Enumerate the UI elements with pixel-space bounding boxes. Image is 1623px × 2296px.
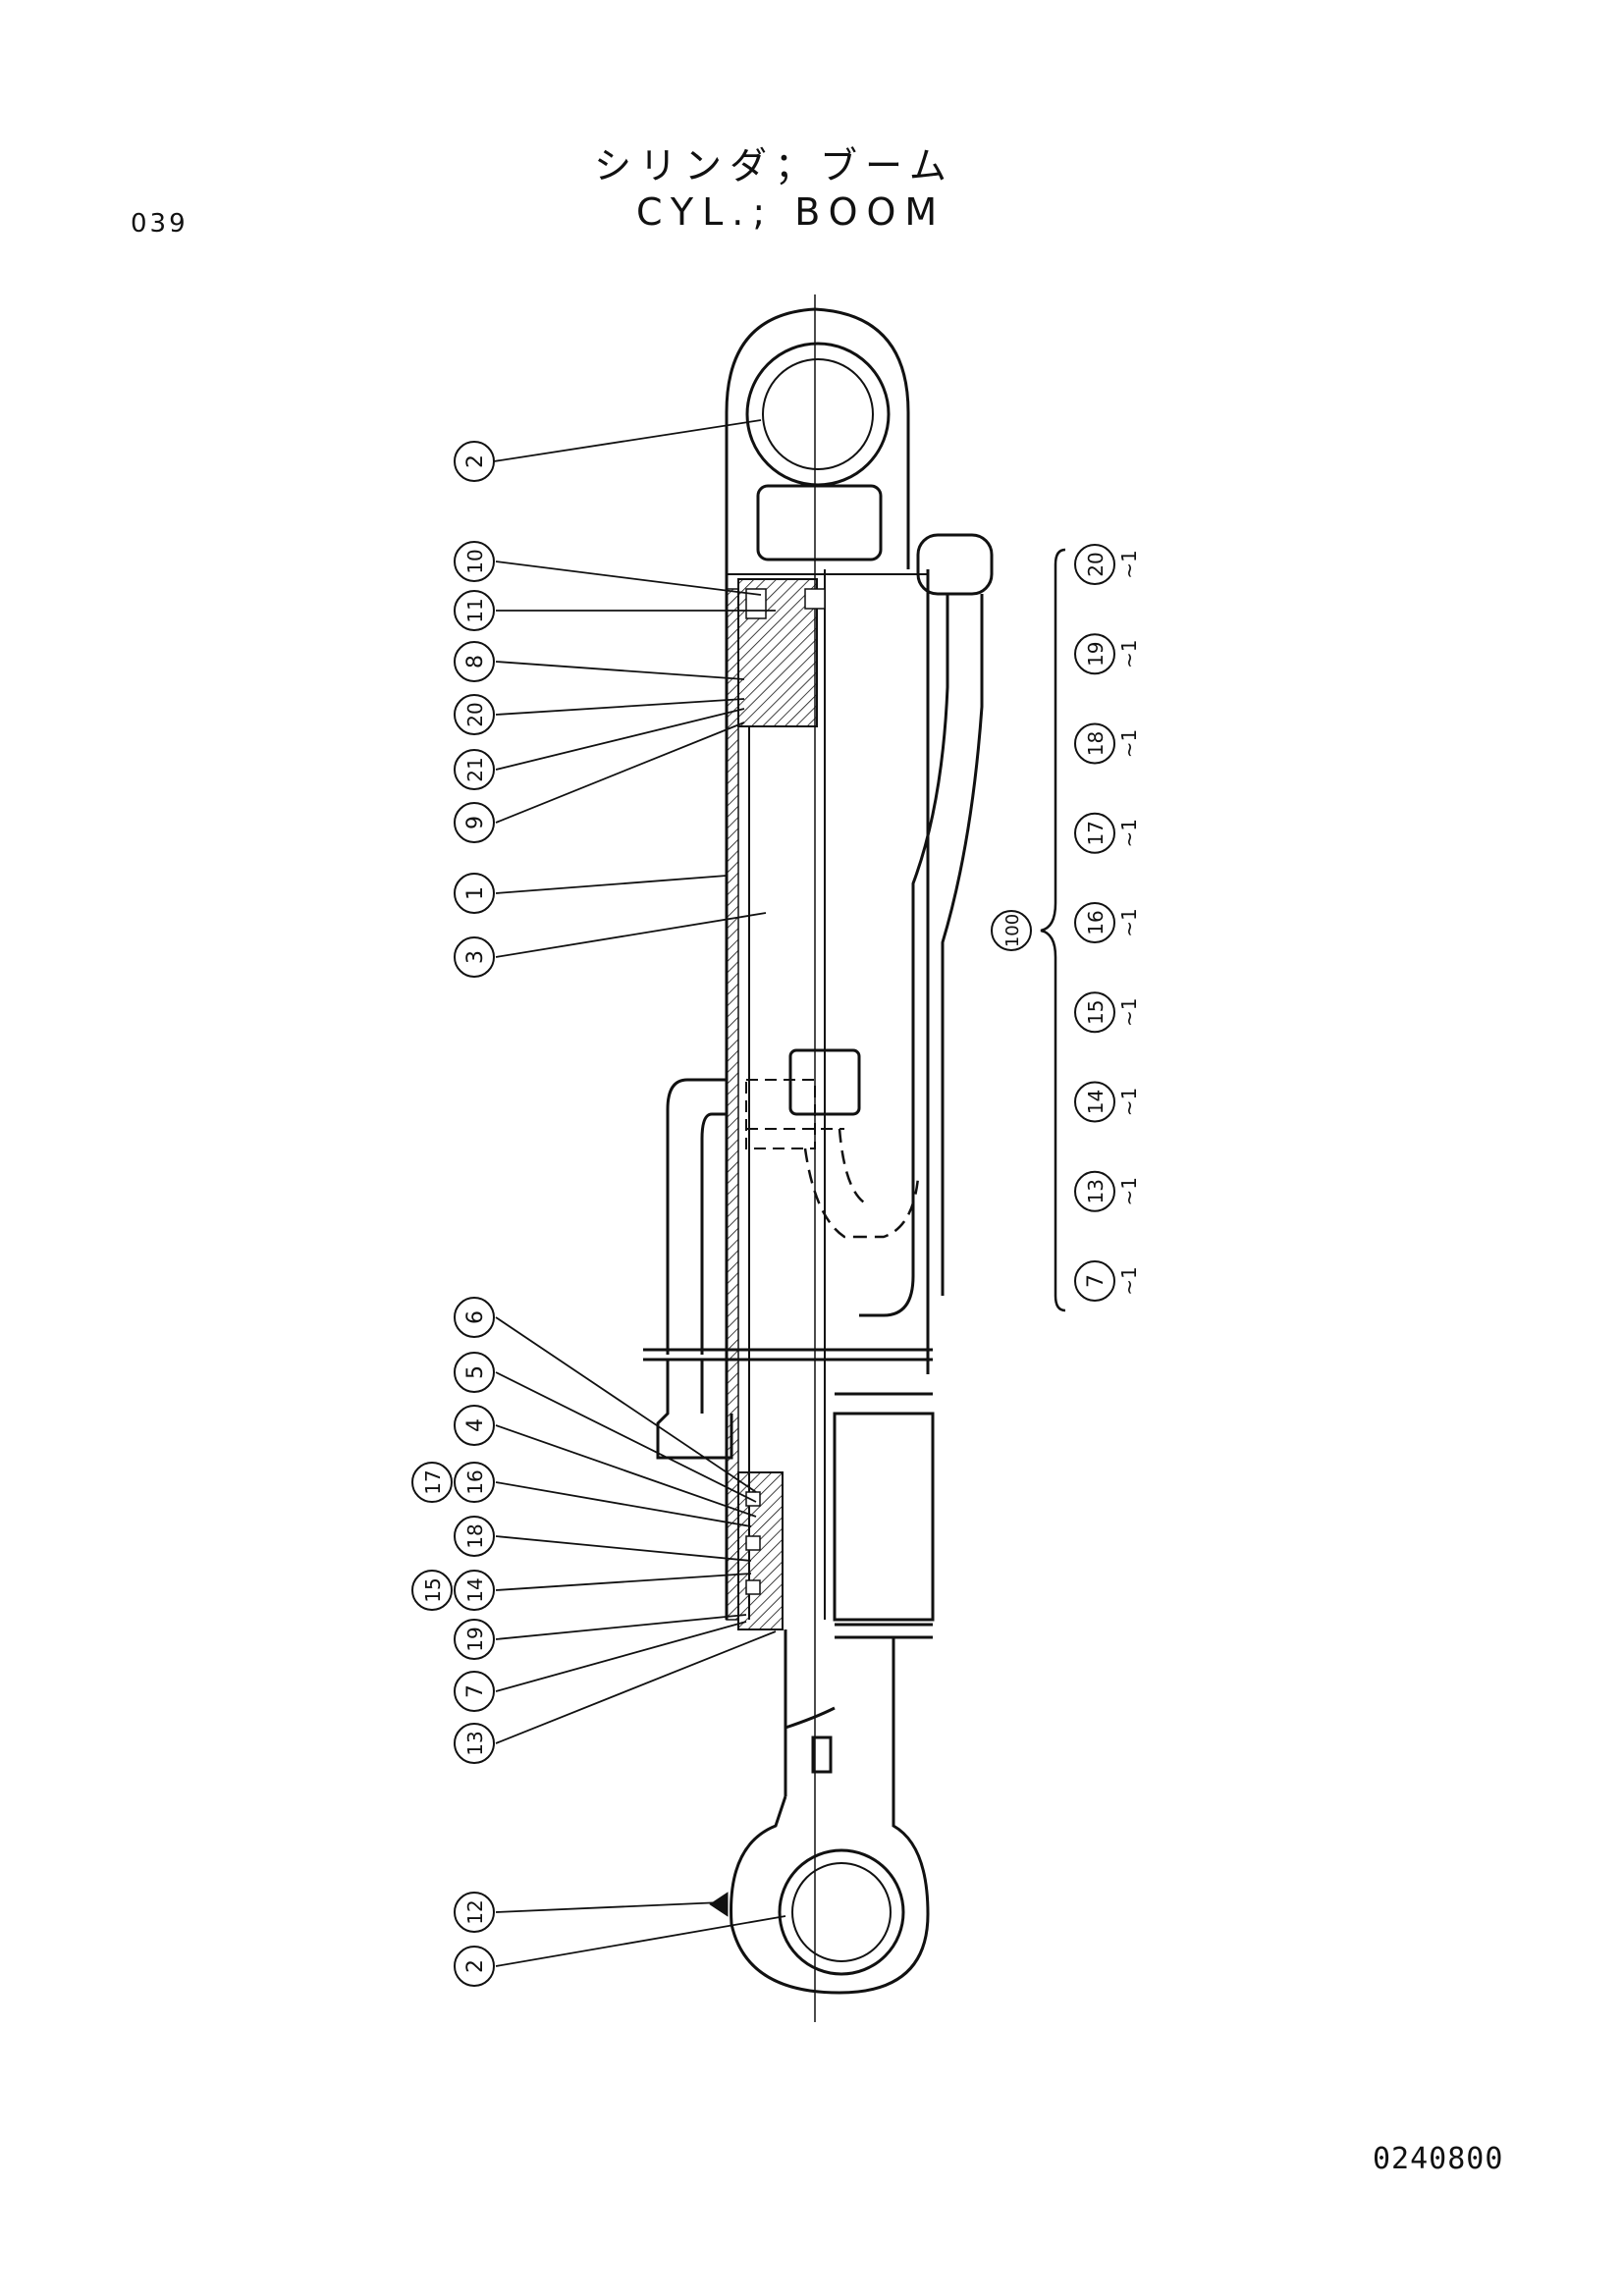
svg-text:13: 13 (463, 1731, 487, 1755)
seal-kit-item: 7 ~1 (1074, 1260, 1141, 1302)
svg-text:5: 5 (463, 1365, 488, 1379)
callout-12: 12 (454, 1892, 495, 1933)
callout-15: 15 (411, 1570, 453, 1611)
seal-kit-item: 19 ~1 (1074, 633, 1141, 675)
seal-kit-item-number: 19 (1084, 642, 1108, 667)
seal-kit-item-number: 18 (1084, 731, 1108, 756)
callout-2-top: 2 (454, 441, 495, 482)
callout-7: 7 (454, 1671, 495, 1712)
seal-kit-item-number: 16 (1084, 910, 1108, 934)
seal-kit-item-suffix: ~1 (1117, 1177, 1141, 1205)
callout-9: 9 (454, 802, 495, 843)
svg-text:19: 19 (463, 1627, 487, 1651)
seal-kit-item-number: 15 (1084, 1000, 1108, 1025)
seal-kit-item: 17 ~1 (1074, 812, 1141, 854)
svg-text:20: 20 (463, 702, 487, 726)
svg-text:6: 6 (463, 1310, 488, 1324)
title-english: CYL.; BOOM (636, 190, 947, 234)
callout-1: 1 (454, 873, 495, 914)
page-number: 039 (131, 209, 189, 239)
svg-text:3: 3 (463, 950, 488, 964)
svg-text:10: 10 (463, 549, 487, 573)
callout-2-bottom: 2 (454, 1946, 495, 1987)
rod-gland (737, 1392, 935, 1796)
seal-kit-item-number: 20 (1084, 552, 1108, 576)
svg-text:18: 18 (463, 1523, 487, 1548)
svg-text:2: 2 (463, 454, 488, 468)
svg-text:4: 4 (463, 1418, 488, 1432)
svg-text:15: 15 (421, 1577, 445, 1602)
svg-text:2: 2 (463, 1959, 488, 1973)
seal-kit-item-suffix: ~1 (1117, 998, 1141, 1027)
svg-text:21: 21 (463, 757, 487, 781)
seal-kit-item-number: 13 (1084, 1179, 1108, 1203)
callout-16: 16 (454, 1462, 495, 1503)
callout-4: 4 (454, 1405, 495, 1446)
svg-text:17: 17 (421, 1469, 445, 1494)
callout-21: 21 (454, 749, 495, 790)
callout-11: 11 (454, 590, 495, 631)
seal-kit-item-number: 14 (1084, 1090, 1108, 1114)
drawing-code: 0240800 (1373, 2142, 1504, 2176)
top-eye (725, 307, 910, 569)
svg-text:16: 16 (463, 1469, 487, 1494)
seal-kit-label: 100 (991, 910, 1032, 951)
cylinder-tube (725, 569, 930, 1621)
seal-kit-item: 14 ~1 (1074, 1081, 1141, 1123)
svg-text:9: 9 (463, 816, 488, 829)
callout-5: 5 (454, 1352, 495, 1393)
seal-kit-item-suffix: ~1 (1117, 550, 1141, 578)
seal-kit-item: 13 ~1 (1074, 1170, 1141, 1212)
callout-13: 13 (454, 1723, 495, 1764)
cylinder-head (727, 573, 928, 727)
callout-17: 17 (411, 1462, 453, 1503)
svg-text:100: 100 (1002, 914, 1023, 947)
seal-kit-item-suffix: ~1 (1117, 908, 1141, 936)
svg-text:1: 1 (463, 886, 488, 900)
seal-kit-item-suffix: ~1 (1117, 819, 1141, 847)
svg-text:7: 7 (463, 1684, 488, 1698)
callout-18: 18 (454, 1516, 495, 1557)
seal-kit-items: 7 ~1 13 ~1 14 ~1 15 ~1 16 ~1 17 ~1 18 ~1 19 ~1 20 ~1 (1074, 544, 1141, 1302)
seal-kit-item: 20 ~1 (1074, 544, 1141, 585)
callout-14: 14 (454, 1570, 495, 1611)
seal-kit-item-number: 7 (1084, 1274, 1109, 1288)
seal-kit-item: 15 ~1 (1074, 991, 1141, 1034)
svg-text:8: 8 (463, 655, 488, 668)
seal-kit-brace (1040, 548, 1066, 1312)
seal-kit-item-suffix: ~1 (1117, 640, 1141, 668)
svg-text:11: 11 (463, 598, 487, 622)
seal-kit-item: 16 ~1 (1074, 902, 1141, 943)
title-japanese: シリンダ；ブーム (594, 144, 954, 187)
callout-6: 6 (454, 1297, 495, 1338)
seal-kit-item-suffix: ~1 (1117, 729, 1141, 758)
callout-10: 10 (454, 541, 495, 582)
bottom-eye (709, 1795, 930, 1995)
callout-19: 19 (454, 1619, 495, 1660)
seal-kit-item-number: 17 (1084, 821, 1108, 845)
hose-right (803, 533, 994, 1317)
seal-kit-item-suffix: ~1 (1117, 1088, 1141, 1116)
callout-3: 3 (454, 936, 495, 978)
hose-left (643, 1078, 933, 1460)
port-block (745, 1048, 861, 1149)
callout-8: 8 (454, 641, 495, 682)
callout-20: 20 (454, 694, 495, 735)
seal-kit-item: 18 ~1 (1074, 722, 1141, 765)
seal-kit-item-suffix: ~1 (1117, 1266, 1141, 1295)
svg-text:14: 14 (463, 1577, 487, 1602)
svg-text:12: 12 (463, 1899, 487, 1924)
